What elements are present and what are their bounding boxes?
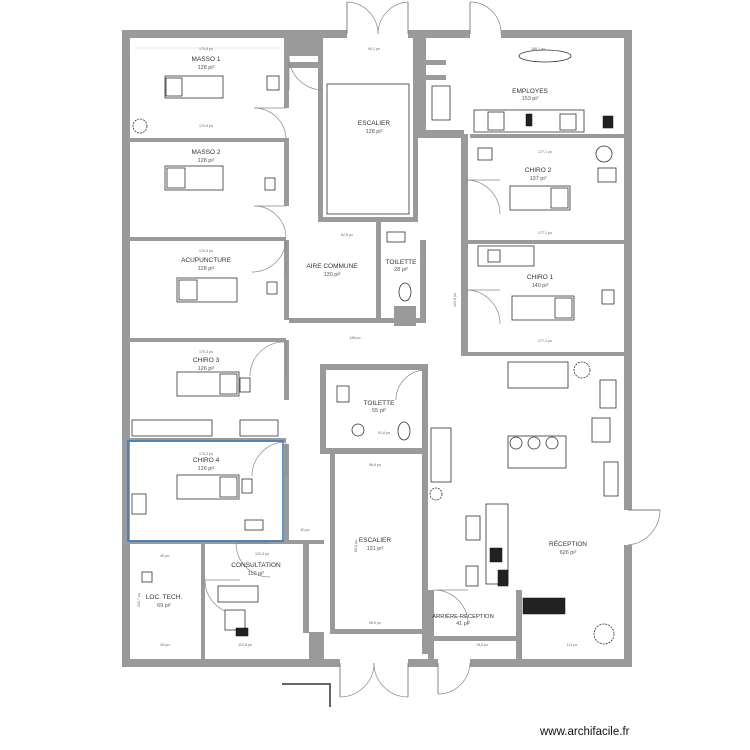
room-area-masso2: 128 pi² — [198, 158, 215, 164]
room-area-chiro2: 137 pi² — [530, 176, 547, 182]
toilette-mid-fixtures — [336, 385, 411, 441]
chiro4-table — [131, 474, 264, 531]
room-name-reception: RÉCEPTION — [549, 539, 587, 548]
room-name-escalier-bottom: ESCALIER — [359, 537, 391, 544]
dim-escalier-top: 94,1 po — [368, 47, 380, 51]
dim-chiro1-bottom: 177,1 po — [538, 339, 552, 343]
dimension-labels: 170,8 po 170,8 po 94,1 po 188,1 po 177,1… — [134, 47, 577, 647]
room-name-acupuncture: ACUPUNCTURE — [181, 257, 232, 264]
room-area-masso1: 128 pi² — [198, 65, 215, 71]
room-area-toilette-top: 28 pi² — [394, 267, 408, 273]
dim-arriere-reception: 78,8 po — [476, 643, 488, 647]
room-name-masso2: MASSO 2 — [192, 149, 221, 156]
room-name-chiro3: CHIRO 3 — [193, 357, 220, 364]
loc-tech-furniture — [141, 571, 153, 583]
room-area-acupuncture: 128 pi² — [198, 266, 215, 272]
room-area-chiro3: 126 pi² — [198, 366, 215, 372]
dim-chiro3-top: 170,3 po — [199, 350, 213, 354]
room-name-chiro1: CHIRO 1 — [527, 274, 554, 281]
dim-masso1-top: 170,8 po — [199, 47, 213, 51]
dim-chiro2-bottom: 177,1 po — [538, 231, 552, 235]
dim-reception-bottom: 111 po — [567, 643, 577, 647]
dim-loc-tech-bottom: 80 po — [161, 643, 170, 647]
dim-chiro4-top: 170,3 po — [199, 452, 213, 456]
furniture — [131, 49, 619, 645]
room-name-chiro2: CHIRO 2 — [525, 167, 552, 174]
plants — [132, 118, 615, 645]
acupuncture-table — [176, 277, 278, 303]
masso2-table — [164, 165, 276, 191]
dim-chiro2-top: 177,1 po — [538, 150, 552, 154]
room-area-chiro4: 126 pi² — [198, 466, 215, 472]
room-labels: MASSO 1 128 pi² MASSO 2 128 pi² ACUPUNCT… — [146, 56, 587, 627]
dim-chiro1-side: 124,6 po — [453, 293, 457, 307]
room-name-toilette-mid: TOILETTE — [364, 400, 396, 407]
dim-toilette-mid: 96,6 po — [369, 463, 381, 467]
dim-toilette-side: 91,8 po — [378, 431, 390, 435]
dim-escalier-bottom: 96,9 po — [369, 621, 381, 625]
interior-door-swings — [204, 55, 501, 625]
chiro2-furniture — [477, 145, 617, 211]
interior-walls — [128, 36, 626, 664]
room-name-consultation: CONSULTATION — [231, 562, 281, 569]
reception-furniture — [430, 361, 619, 615]
dim-loc-tech-top: 80 po — [161, 554, 170, 558]
room-name-employes: EMPLOYES — [512, 88, 548, 95]
room-name-chiro4: CHIRO 4 — [193, 457, 220, 464]
dim-acupuncture-top: 170,6 po — [199, 249, 213, 253]
dim-small-top: 62,5 po — [341, 233, 353, 237]
dim-aire-commune-bottom: 188 po — [350, 336, 361, 340]
room-name-toilette-top: TOILETTE — [386, 259, 418, 266]
dim-consultation-top: 122,9 po — [255, 552, 269, 556]
outer-walls — [122, 30, 632, 667]
employes-furniture — [431, 49, 614, 133]
archifacile-watermark[interactable]: www.archifacile.fr — [540, 726, 630, 738]
chiro1-furniture — [477, 245, 615, 321]
dim-consultation-bottom: 110,8 po — [238, 643, 252, 647]
room-name-escalier-top: ESCALIER — [358, 120, 390, 127]
escalier-top-steps — [326, 83, 410, 215]
room-name-aire-commune: AIRE COMMUNE — [306, 263, 358, 270]
chiro3-table — [131, 371, 279, 437]
room-area-escalier-bottom: 131 pi² — [367, 546, 384, 552]
room-area-toilette-mid: 55 pi² — [372, 408, 386, 414]
room-area-arriere-reception: 41 pi² — [456, 621, 470, 627]
consultation-furniture — [217, 585, 259, 637]
dim-escalier-side: 89,8 po — [354, 540, 358, 552]
room-name-loc-tech: LOC. TECH. — [146, 594, 183, 601]
room-area-employes: 153 pi² — [522, 96, 539, 102]
room-name-arriere-reception: ARRIÈRE-RÉCEPTION — [432, 613, 494, 620]
room-area-aire-commune: 130 pi² — [324, 272, 341, 278]
room-area-loc-tech: 69 pi² — [157, 603, 171, 609]
masso1-table — [164, 75, 280, 99]
room-area-chiro1: 140 pi² — [532, 283, 549, 289]
dim-employes-top: 188,1 po — [531, 47, 545, 51]
entrance-doors — [282, 1, 661, 707]
dim-masso1-bottom: 170,8 po — [199, 124, 213, 128]
toilette-top-fixtures — [386, 231, 412, 302]
room-name-masso1: MASSO 1 — [192, 56, 221, 63]
dim-passage: 40 po — [301, 528, 310, 532]
room-area-consultation: 110 pi² — [248, 571, 265, 577]
room-area-reception: 626 pi² — [560, 550, 577, 556]
room-area-escalier-top: 128 pi² — [366, 129, 383, 135]
dim-loc-tech-side: 133,7 po — [137, 593, 141, 607]
chiro4-selection-outline[interactable] — [127, 440, 284, 542]
